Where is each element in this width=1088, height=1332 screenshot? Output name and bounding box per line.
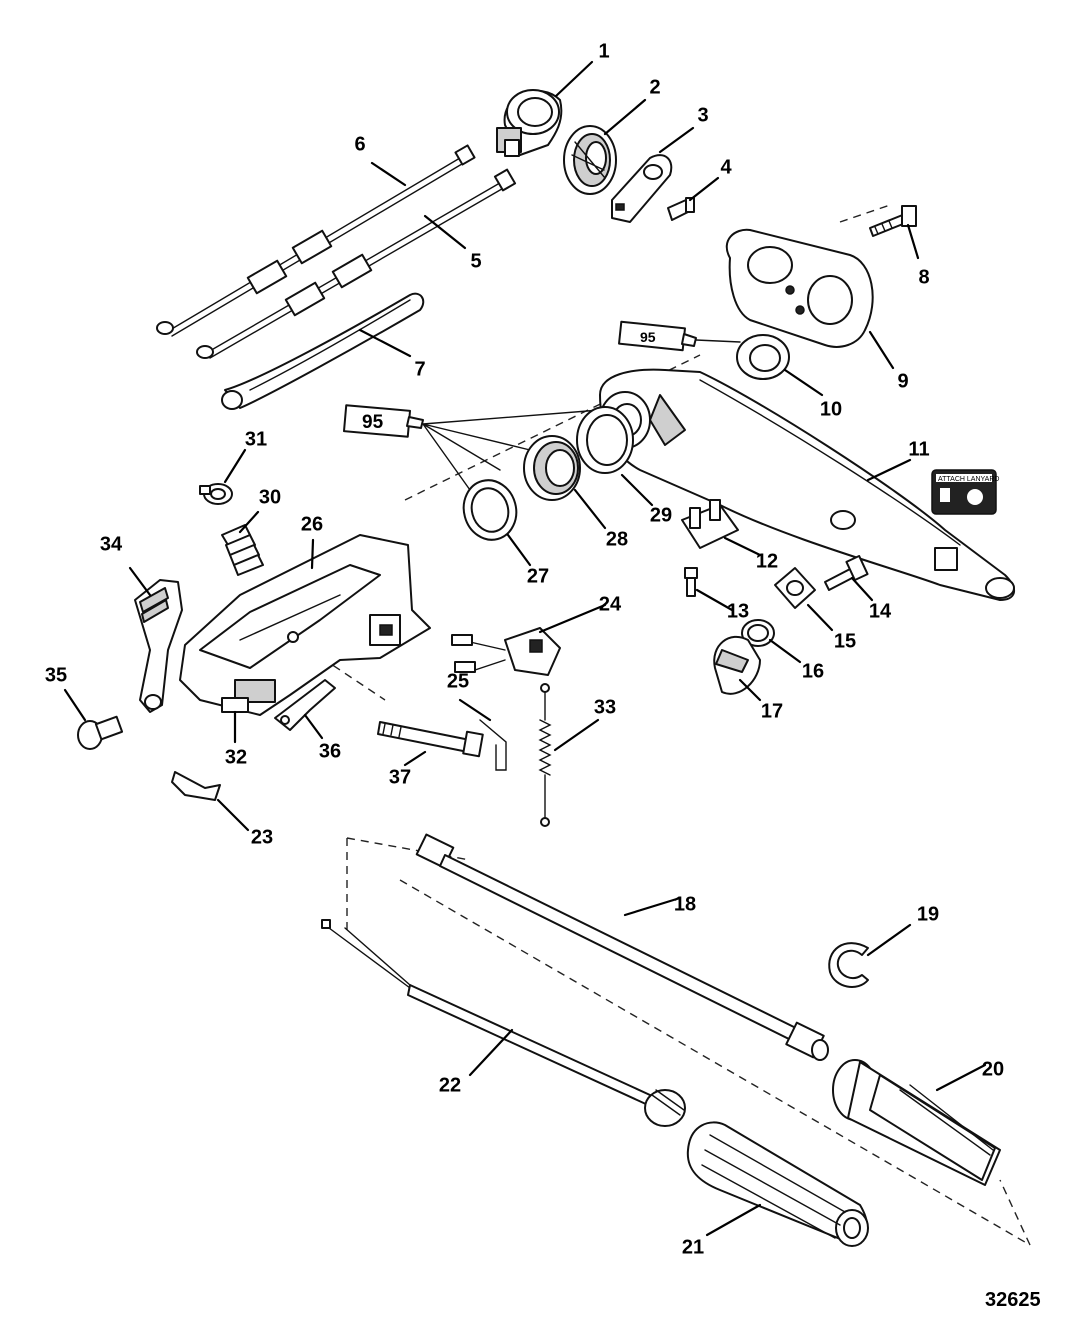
- callout-22: 22: [439, 1074, 461, 1096]
- part-3-plate: [611, 154, 673, 223]
- part-8-bolt: [869, 205, 917, 237]
- part-4-screw: [667, 197, 695, 221]
- callout-10: 10: [820, 398, 842, 420]
- part-19-split-ring: [828, 942, 869, 988]
- part-1-clamp: [496, 89, 563, 157]
- callouts: 1 2 3 4 5 6 7 8 9 10 11 12 13 14 15 16 1…: [45, 40, 1004, 1258]
- part-25-clip: [479, 719, 507, 771]
- callout-20: 20: [982, 1058, 1004, 1080]
- callout-27: 27: [527, 565, 549, 587]
- callout-11: 11: [908, 438, 929, 460]
- callout-15: 15: [834, 630, 856, 652]
- callout-23: 23: [251, 826, 273, 848]
- callout-18: 18: [674, 893, 696, 915]
- callout-7: 7: [414, 358, 425, 380]
- callout-26: 26: [301, 513, 323, 535]
- callout-21: 21: [682, 1236, 704, 1258]
- part-22-stop-cable: [321, 919, 686, 1127]
- callout-31: 31: [245, 428, 267, 450]
- part-17-knob: [713, 635, 761, 695]
- part-6-cable: [156, 144, 476, 337]
- callout-37: 37: [389, 766, 411, 788]
- callout-29: 29: [650, 504, 672, 526]
- part-7-sleeve: [221, 292, 425, 410]
- part-16-oring: [741, 619, 775, 647]
- callout-35: 35: [45, 664, 67, 686]
- callout-34: 34: [100, 533, 123, 555]
- part-26-housing: [179, 534, 431, 716]
- part-37-bolt: [377, 721, 484, 758]
- callout-19: 19: [917, 903, 939, 925]
- callout-1: 1: [598, 40, 609, 62]
- callout-8: 8: [918, 266, 929, 288]
- callout-3: 3: [697, 104, 708, 126]
- part-29-washer: [576, 406, 634, 474]
- part-33-spring-cable: [538, 683, 552, 827]
- sealant-tube-b: 95: [342, 404, 601, 491]
- figure-number: 32625: [985, 1289, 1041, 1311]
- part-32-label: [221, 697, 249, 713]
- callout-6: 6: [354, 133, 365, 155]
- leader-lines: [63, 60, 987, 1237]
- callout-33: 33: [594, 696, 616, 718]
- part-18-shaft: [415, 833, 829, 1061]
- callout-36: 36: [319, 740, 341, 762]
- callout-17: 17: [761, 700, 783, 722]
- callout-16: 16: [802, 660, 824, 682]
- decal-text: ATTACH LANYARD: [938, 476, 999, 483]
- callout-30: 30: [259, 486, 281, 508]
- sealant-tube-a: 95: [618, 320, 741, 352]
- part-24-switch: [451, 627, 561, 676]
- callout-28: 28: [606, 528, 628, 550]
- part-23-clip: [171, 771, 221, 801]
- part-2-ring: [563, 125, 617, 195]
- callout-5: 5: [470, 250, 481, 272]
- sealant-label-b: 95: [362, 412, 384, 433]
- callout-13: 13: [727, 600, 749, 622]
- part-13-screw: [684, 567, 698, 597]
- part-5-cable: [196, 168, 517, 359]
- part-21-grip-sleeve: [686, 1121, 869, 1247]
- sealant-label-a: 95: [640, 329, 656, 345]
- part-31-clip: [199, 483, 233, 505]
- part-28-bushing: [523, 435, 581, 501]
- callout-14: 14: [869, 600, 892, 622]
- callout-12: 12: [756, 550, 778, 572]
- part-9-cover: [725, 228, 874, 348]
- part-35-screw: [77, 715, 124, 750]
- callout-24: 24: [599, 593, 622, 615]
- part-14-bolt: [824, 554, 869, 591]
- part-20-grip-core: [832, 1059, 1001, 1186]
- part-36-plate: [274, 679, 336, 731]
- part-15-clip: [774, 567, 816, 609]
- part-10-bushing: [736, 334, 790, 380]
- callout-2: 2: [649, 76, 660, 98]
- callout-4: 4: [720, 156, 732, 178]
- attach-lanyard-decal: ATTACH LANYARD: [931, 469, 999, 515]
- part-30-spring: [221, 524, 264, 576]
- callout-9: 9: [897, 370, 908, 392]
- part-12-bracket: [681, 499, 739, 549]
- callout-25: 25: [447, 670, 469, 692]
- part-34-lever: [134, 579, 183, 713]
- callout-32: 32: [225, 746, 247, 768]
- part-27-seal: [462, 479, 518, 541]
